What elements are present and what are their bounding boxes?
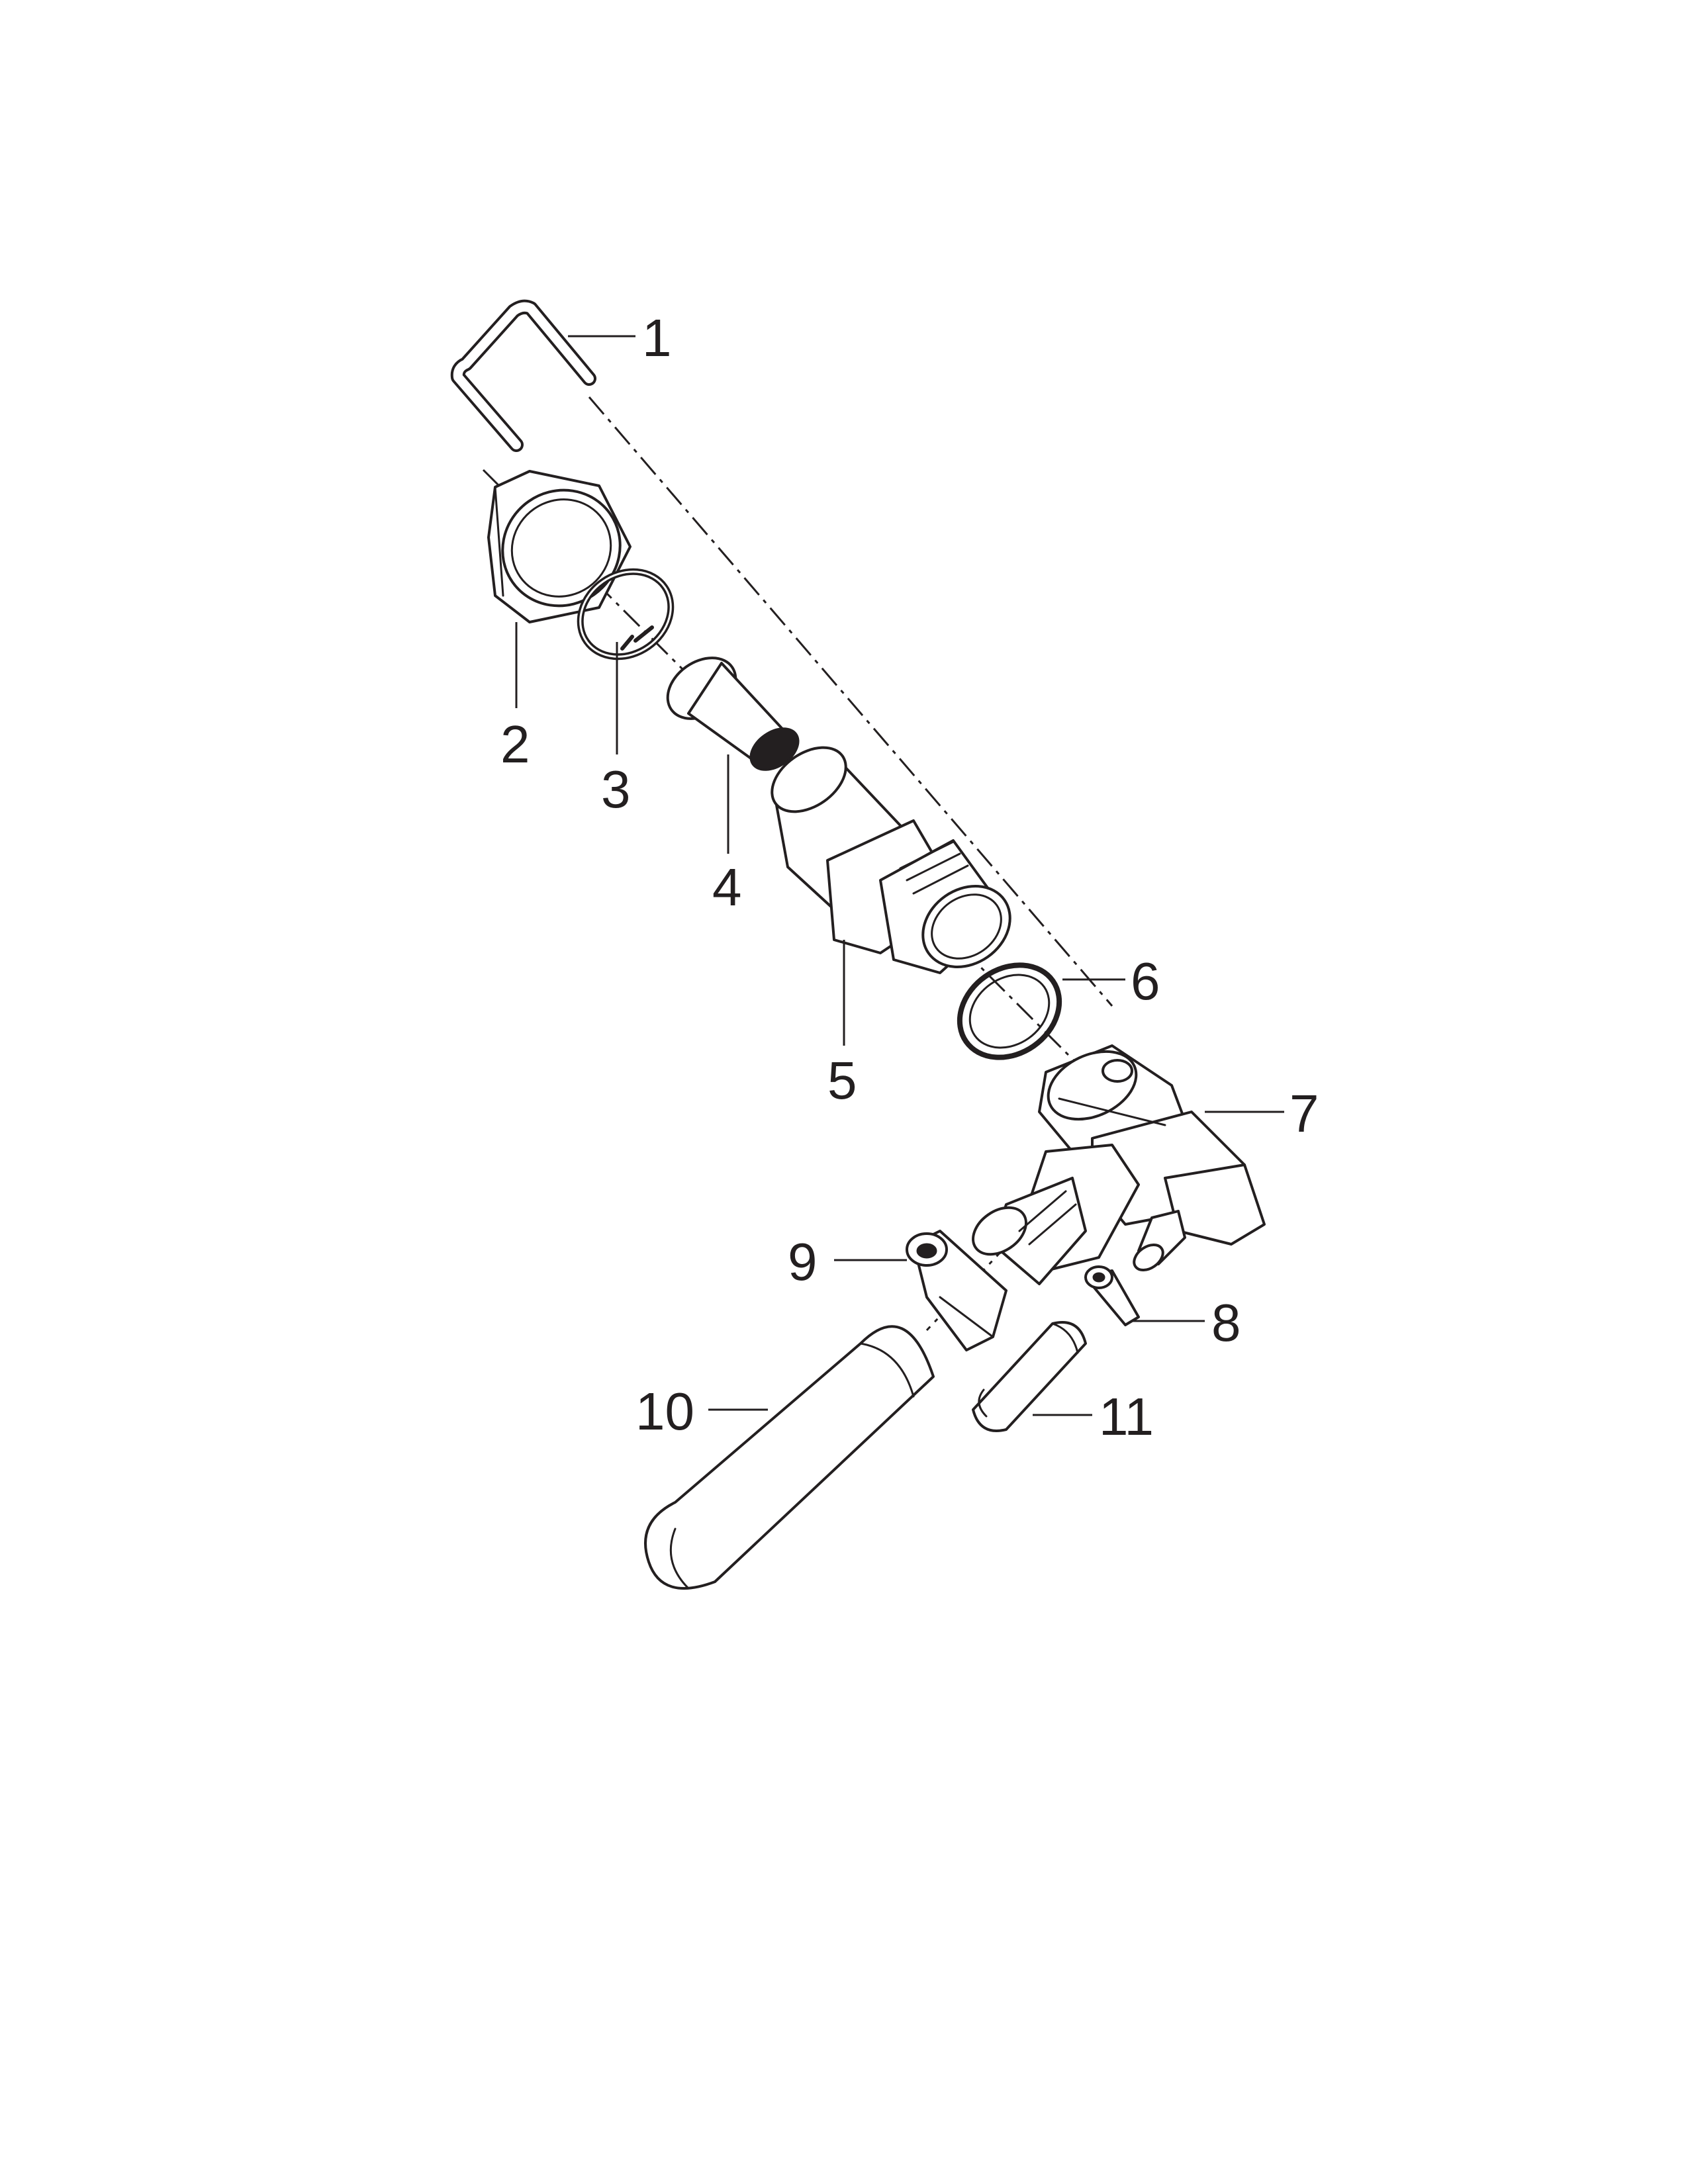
callout-labels: 1 2 3 4 5 6 7 8 9 10 11: [500, 308, 1319, 1446]
callout-7: 7: [1289, 1084, 1319, 1143]
part-10-large-hose: [644, 1325, 935, 1590]
part-4-strainer: [666, 657, 800, 771]
part-2-hex-nut: [487, 470, 632, 623]
callout-3: 3: [601, 760, 631, 819]
callout-1: 1: [642, 308, 672, 367]
callout-9: 9: [788, 1232, 818, 1291]
part-6-o-ring: [957, 962, 1062, 1060]
callout-2: 2: [500, 715, 530, 774]
part-5-adapter: [771, 746, 1011, 974]
callout-11: 11: [1099, 1387, 1154, 1446]
part-1-u-clip: [450, 299, 596, 452]
part-8-small-clamp: [1084, 1265, 1140, 1326]
callout-8: 8: [1211, 1293, 1241, 1352]
part-3-snap-ring: [577, 568, 675, 660]
part-11-small-hose: [972, 1321, 1087, 1432]
callout-6: 6: [1131, 952, 1160, 1011]
part-7-valve-body: [972, 1044, 1266, 1285]
part-9-large-clamp: [906, 1230, 1008, 1351]
callout-4: 4: [712, 858, 742, 917]
callout-5: 5: [827, 1051, 857, 1110]
leader-lines: [515, 335, 1284, 1416]
callout-10: 10: [635, 1382, 694, 1441]
